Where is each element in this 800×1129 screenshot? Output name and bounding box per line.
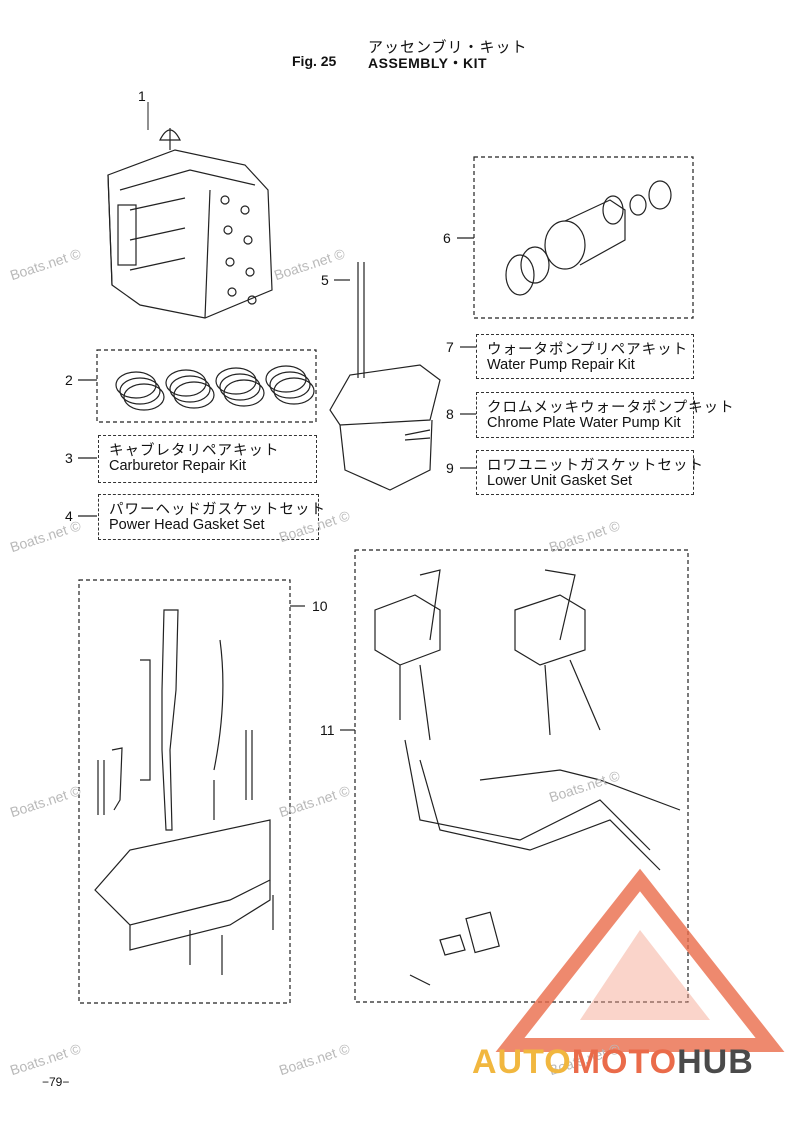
kit-label-jp: キャブレタリペアキット — [109, 443, 280, 459]
kit-label-en: Lower Unit Gasket Set — [487, 473, 633, 489]
kit-label-en: Chrome Plate Water Pump Kit — [487, 415, 681, 431]
kit-label-jp: ウォータポンプリペアキット — [487, 342, 689, 358]
water-pump-drawing — [505, 180, 672, 296]
callout-1: 1 — [138, 88, 146, 104]
callout-11: 11 — [320, 722, 335, 738]
kit-label-jp: ロワユニットガスケットセット — [487, 458, 704, 474]
brand-logo-triangle-icon — [495, 868, 785, 1052]
piston-rings-drawing — [115, 365, 315, 411]
callout-5: 5 — [321, 272, 329, 288]
title-english: ASSEMBLY・KIT — [368, 55, 488, 71]
kit-label-water-pump: ウォータポンプリペアキット Water Pump Repair Kit — [476, 334, 694, 379]
kit-label-power-head: パワーヘッドガスケットセット Power Head Gasket Set — [98, 494, 325, 540]
callout-9: 9 — [446, 460, 454, 476]
brand-logo: AUTOMOTOHUB — [472, 1043, 754, 1082]
callout-6: 6 — [443, 230, 451, 246]
title-japanese: アッセンブリ・キット — [368, 39, 528, 56]
callout-10: 10 — [312, 598, 328, 614]
page-number: −79− — [42, 1075, 70, 1089]
remote-control-drawing — [374, 569, 681, 986]
brand-logo-part-2: MOTO — [571, 1043, 678, 1081]
power-head-drawing — [107, 128, 273, 319]
kit-label-lower-unit-gasket: ロワユニットガスケットセット Lower Unit Gasket Set — [476, 450, 703, 495]
callout-2: 2 — [65, 372, 73, 388]
kit-label-en: Water Pump Repair Kit — [487, 357, 635, 373]
brand-logo-part-1: AUTO — [472, 1043, 572, 1081]
callout-4: 4 — [65, 508, 73, 524]
kit-label-jp: クロムメッキウォータポンプキット — [487, 400, 735, 416]
figure-label: Fig. 25 — [292, 53, 337, 69]
kit-label-jp: パワーヘッドガスケットセット — [109, 502, 326, 518]
kit-label-en: Carburetor Repair Kit — [109, 458, 246, 474]
callout-8: 8 — [446, 406, 454, 422]
kit-label-carburetor: キャブレタリペアキット Carburetor Repair Kit — [98, 435, 317, 483]
callout-7: 7 — [446, 339, 454, 355]
callout-3: 3 — [65, 450, 73, 466]
kit-label-chrome-water-pump: クロムメッキウォータポンプキット Chrome Plate Water Pump… — [476, 392, 734, 438]
brand-logo-part-3: HUB — [677, 1043, 754, 1081]
kit-label-en: Power Head Gasket Set — [109, 517, 265, 533]
drive-shaft-drawing — [94, 609, 274, 975]
lower-unit-drawing — [329, 262, 441, 491]
